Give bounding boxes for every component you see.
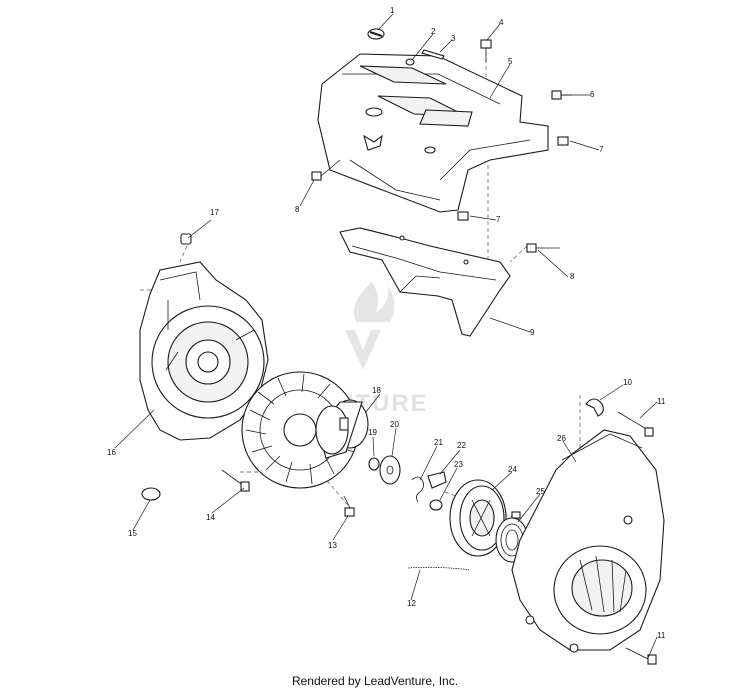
- part-9-baffle: [339, 227, 511, 337]
- callout-15: 15: [128, 529, 137, 538]
- part-11-screw-upper: [617, 411, 654, 437]
- callout-24: 24: [508, 465, 517, 474]
- part-17-plug: [180, 233, 192, 245]
- callout-5: 5: [508, 57, 513, 66]
- callout-6: 6: [590, 90, 595, 99]
- part-1-cap: [367, 28, 385, 40]
- part-19-nut: [368, 457, 380, 471]
- part-14-bolt: [221, 469, 250, 492]
- callout-18: 18: [372, 386, 381, 395]
- part-22-pawl: [427, 471, 447, 489]
- callout-17: 17: [210, 208, 219, 217]
- part-21-spring: [411, 476, 424, 503]
- callout-21: 21: [434, 438, 443, 447]
- part-3-strip: [421, 49, 445, 60]
- callout-10: 10: [623, 378, 632, 387]
- callout-4: 4: [499, 18, 504, 27]
- callout-labels: 1 2 3 4 5 6 7 7 8 8 9 10 11 11 12 13 14 …: [107, 6, 666, 640]
- part-2-grommet: [405, 58, 415, 66]
- part-7-clip-upper: [557, 136, 569, 146]
- callout-8-left: 8: [295, 205, 300, 214]
- callout-20: 20: [390, 420, 399, 429]
- part-10-clip: [585, 398, 604, 417]
- callout-14: 14: [206, 513, 215, 522]
- callout-2: 2: [431, 27, 436, 36]
- leader-lines: [114, 13, 658, 659]
- callout-9: 9: [530, 328, 535, 337]
- callout-13: 13: [328, 541, 337, 550]
- part-8-screw-left: [311, 159, 341, 181]
- callout-1: 1: [390, 6, 395, 15]
- callout-22: 22: [457, 441, 466, 450]
- callout-7-upper: 7: [599, 145, 604, 154]
- callout-23: 23: [454, 460, 463, 469]
- part-20-washer: [379, 455, 401, 485]
- part-26-starter-housing: [511, 429, 665, 653]
- part-5-cover: [317, 53, 549, 213]
- part-15-o-ring: [141, 487, 161, 501]
- part-24-reel: [449, 479, 507, 557]
- watermark-flame-icon: [354, 282, 395, 322]
- callout-8-right: 8: [570, 272, 575, 281]
- callout-3: 3: [451, 34, 456, 43]
- footer-credit: Rendered by LeadVenture, Inc.: [291, 674, 459, 688]
- part-8-screw-right: [526, 243, 560, 253]
- part-4-screw: [480, 39, 492, 62]
- callout-26: 26: [557, 434, 566, 443]
- callout-25: 25: [536, 487, 545, 496]
- callout-16: 16: [107, 448, 116, 457]
- watermark-v-icon: [345, 330, 381, 370]
- part-16-housing: [139, 261, 269, 441]
- callout-12: 12: [407, 599, 416, 608]
- flywheel-fan: [241, 371, 359, 489]
- callout-11-lower: 11: [657, 631, 666, 640]
- callout-19: 19: [368, 428, 377, 437]
- part-23-ring: [429, 499, 443, 511]
- part-7-clip-lower: [457, 211, 469, 221]
- part-12-rope: [407, 566, 471, 571]
- part-18-starter-cup: [315, 399, 369, 459]
- callout-7-lower: 7: [496, 215, 501, 224]
- part-11-screw-lower: [625, 647, 657, 665]
- part-13-screw: [343, 495, 355, 517]
- callout-11-upper: 11: [657, 397, 666, 406]
